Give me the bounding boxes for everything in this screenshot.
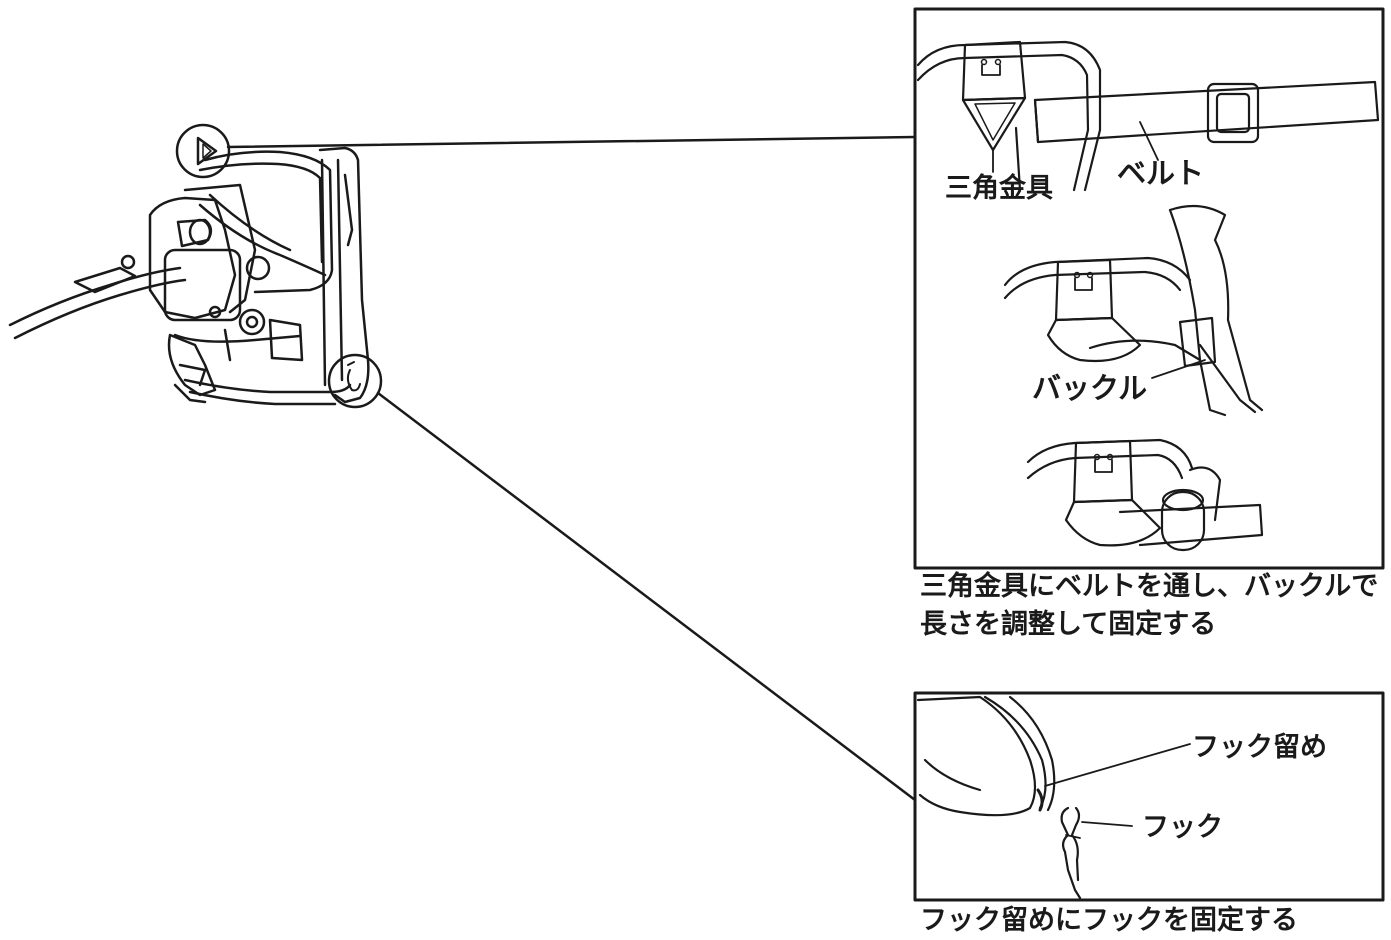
triangle-detail-marker bbox=[175, 123, 231, 179]
top-caption-line2: 長さを調整して固定する bbox=[920, 609, 1217, 640]
leader-line-bottom bbox=[376, 391, 917, 802]
hook-detail-marker bbox=[327, 353, 383, 409]
top-panel-caption: 三角金具にベルトを通し、バックルで 長さを調整して固定する bbox=[920, 568, 1378, 644]
step3-drawing bbox=[1026, 438, 1264, 552]
leader-line-top bbox=[226, 135, 917, 149]
label-triangle-fitting: 三角金具 bbox=[945, 172, 1053, 204]
bottom-detail-panel: フック留め フック bbox=[913, 691, 1385, 902]
bottom-panel-caption: フック留めにフックを固定する bbox=[920, 905, 1298, 936]
machine-illustration bbox=[8, 146, 370, 406]
label-hook: フック bbox=[1142, 812, 1223, 843]
label-buckle: バックル bbox=[1032, 371, 1147, 405]
label-hook-stopper: フック留め bbox=[1192, 732, 1327, 763]
step1-drawing bbox=[916, 40, 1380, 192]
label-belt: ベルト bbox=[1117, 156, 1204, 190]
top-detail-panel: 三角金具 ベルト バックル bbox=[913, 7, 1385, 570]
hook-drawing bbox=[916, 695, 1191, 900]
step2-drawing bbox=[1003, 204, 1264, 417]
top-caption-line1: 三角金具にベルトを通し、バックルで bbox=[920, 571, 1379, 602]
